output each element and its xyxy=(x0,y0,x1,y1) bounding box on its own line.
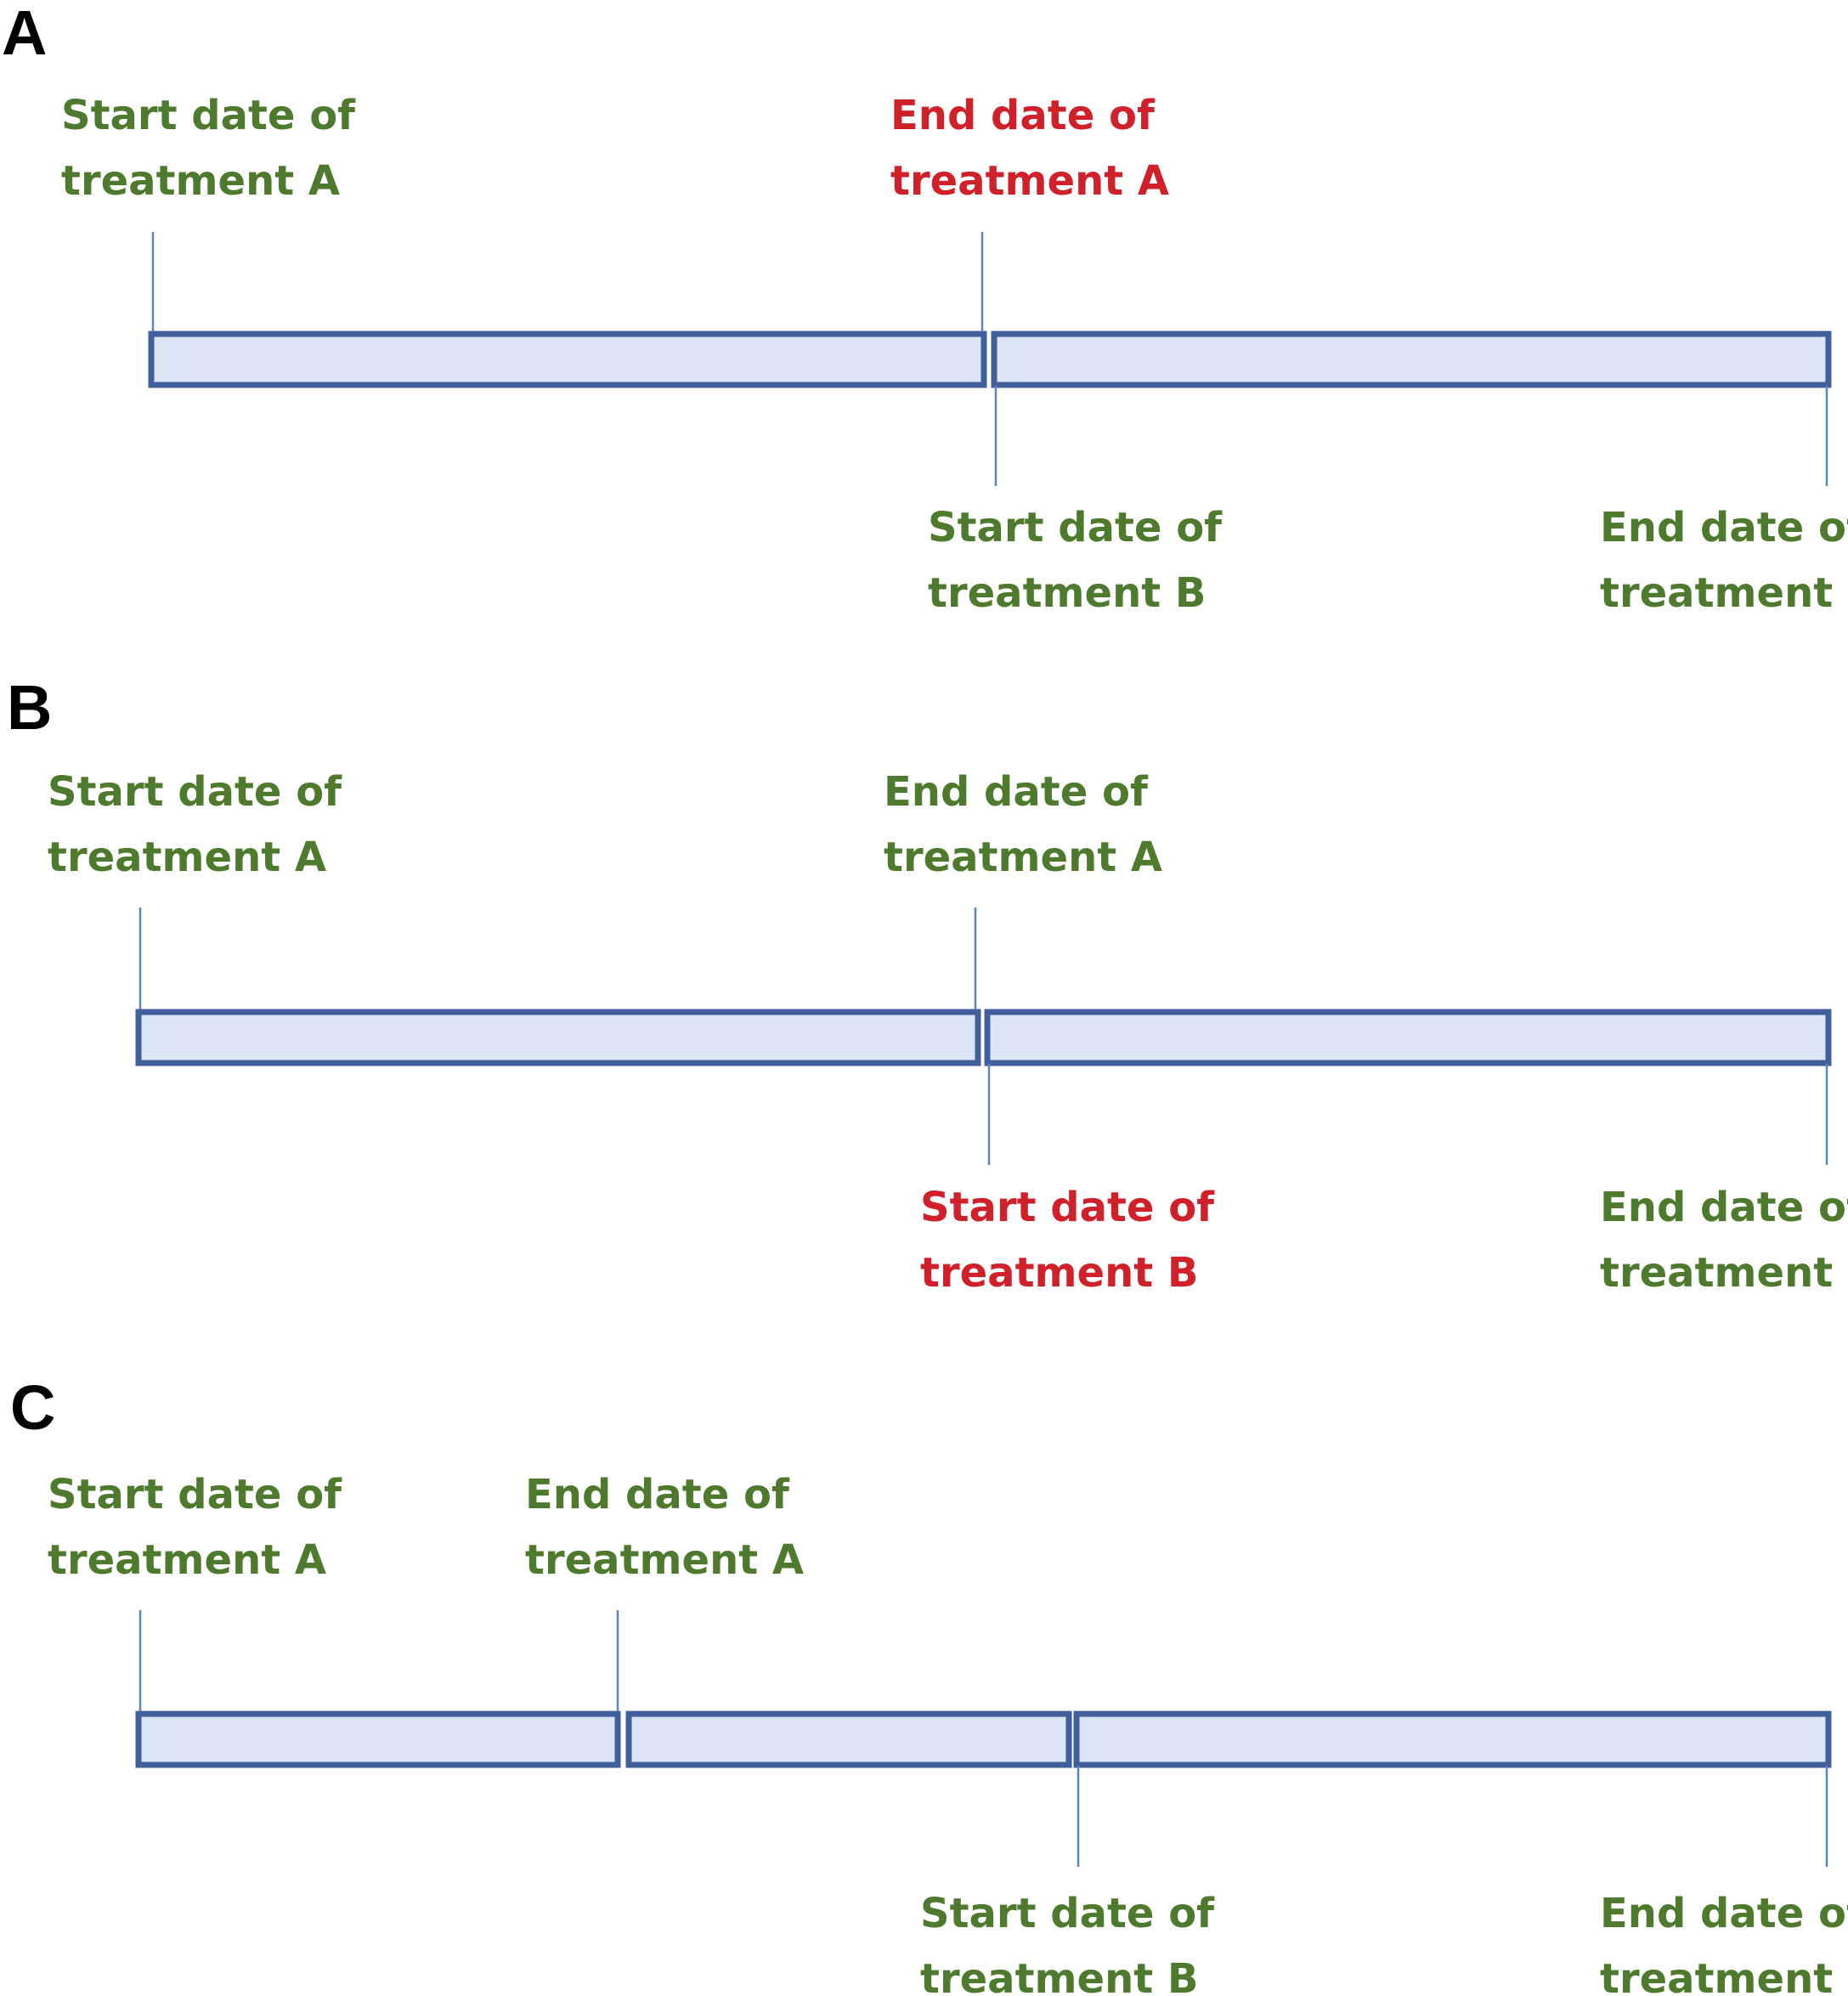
label-end-b: End date of treatment B xyxy=(1600,1890,1848,1996)
label-start-a: Start date of treatment A xyxy=(48,1471,356,1584)
bar-segment-treatment-a xyxy=(135,1710,621,1768)
bar-segment-gap xyxy=(625,1710,1072,1768)
panel-c: C Start date of treatment A End date of … xyxy=(10,1372,1848,1996)
label-end-b: End date of treatment B xyxy=(1600,504,1848,617)
panel-letter: A xyxy=(2,0,47,68)
bar-segment-treatment-a xyxy=(135,1009,981,1066)
label-end-a: End date of treatment A xyxy=(890,92,1169,205)
label-start-b: Start date of treatment B xyxy=(928,504,1236,617)
panel-b: B Start date of treatment A End date of … xyxy=(7,672,1848,1297)
panel-letter: B xyxy=(7,672,52,743)
label-start-b: Start date of treatment B xyxy=(920,1890,1229,1996)
label-start-b: Start date of treatment B xyxy=(920,1184,1229,1297)
label-end-a: End date of treatment A xyxy=(884,768,1162,881)
label-start-a: Start date of treatment A xyxy=(48,768,356,881)
bar-segment-treatment-b xyxy=(984,1009,1832,1066)
label-end-a: End date of treatment A xyxy=(525,1471,804,1584)
panel-a: A Start date of treatment A End date of … xyxy=(2,0,1848,617)
bar-segment-treatment-b xyxy=(1073,1710,1832,1768)
bar-segment-treatment-b xyxy=(991,331,1832,388)
label-end-b: End date of treatment B xyxy=(1600,1184,1848,1297)
bar-segment-treatment-a xyxy=(148,331,987,388)
label-start-a: Start date of treatment A xyxy=(61,92,370,205)
panel-letter: C xyxy=(10,1372,55,1443)
